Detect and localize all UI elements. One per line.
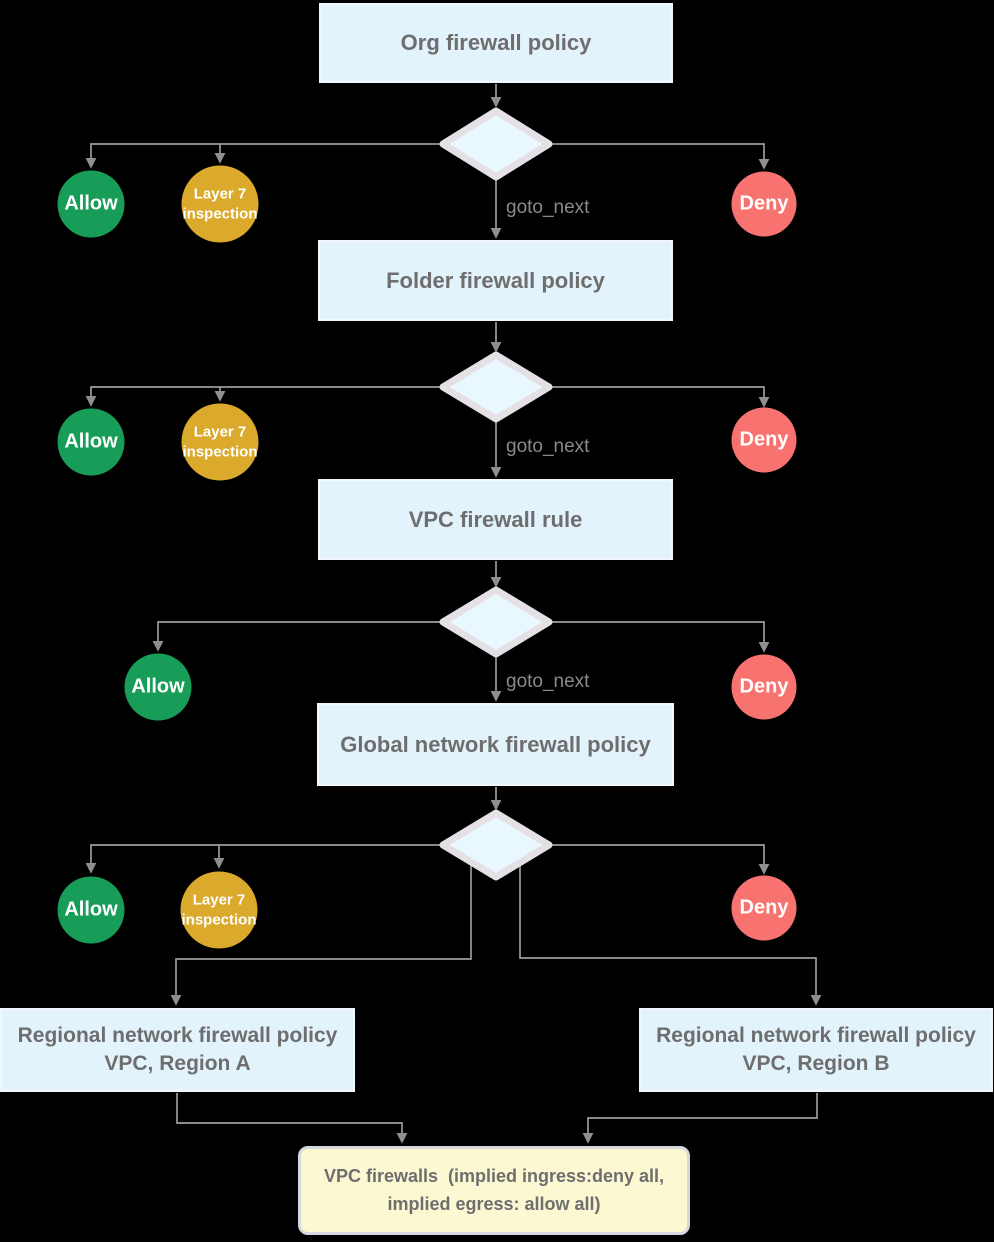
node-vpc-firewall-rule: VPC firewall rule: [318, 479, 673, 560]
goto-next-label-row1: goto_next: [506, 197, 590, 218]
edge-decision1-to-deny: [549, 143, 770, 170]
allow-badge-row4: Allow: [57, 876, 125, 944]
layer7-inspection-badge-row2: Layer 7 inspection: [181, 403, 259, 481]
decision-diamond-org: [439, 107, 553, 181]
edge-regional-a-to-vpc-firewalls: [176, 1093, 408, 1144]
edge-regional-b-to-vpc-firewalls: [582, 1093, 818, 1144]
node-vpc-firewalls-note: VPC firewalls (implied ingress:deny all,…: [298, 1146, 690, 1235]
allow-label: Allow: [64, 192, 118, 215]
allow-badge-row3: Allow: [124, 653, 192, 721]
deny-label: Deny: [739, 192, 789, 215]
layer7-label-line1: Layer 7: [193, 423, 247, 441]
goto-next-label-row2: goto_next: [506, 436, 590, 457]
deny-label: Deny: [739, 896, 789, 919]
layer7-label-line2: inspection: [182, 205, 258, 222]
deny-badge-row2: Deny: [731, 407, 797, 473]
node-label-line2: VPC, Region A: [104, 1052, 251, 1075]
node-regional-network-firewall-policy-b: Regional network firewall policy VPC, Re…: [639, 1008, 993, 1092]
edge-decision4-to-allow: [85, 844, 443, 874]
node-label-line1: Regional network firewall policy: [17, 1023, 338, 1047]
node-regional-network-firewall-policy-a: Regional network firewall policy VPC, Re…: [0, 1008, 355, 1092]
node-label: Global network firewall policy: [340, 731, 651, 757]
node-label-line1: Regional network firewall policy: [656, 1023, 976, 1047]
edge-decision1-to-allow: [85, 143, 443, 169]
layer7-inspection-badge-row1: Layer 7 inspection: [181, 165, 259, 243]
deny-badge-row3: Deny: [731, 654, 797, 720]
edge-decision3-to-deny: [549, 621, 770, 653]
node-label-line1: VPC firewalls (implied ingress:deny all,: [323, 1165, 665, 1186]
decision-diamond-vpc-rule: [439, 586, 553, 658]
allow-badge-row2: Allow: [57, 408, 125, 476]
node-label-line2: VPC, Region B: [742, 1052, 890, 1075]
deny-label: Deny: [739, 675, 789, 698]
node-global-network-firewall-policy: Global network firewall policy: [317, 703, 674, 786]
decision-diamond-global: [439, 809, 553, 881]
allow-label: Allow: [64, 898, 118, 921]
edge-decision3-to-allow: [152, 621, 443, 652]
deny-badge-row1: Deny: [731, 171, 797, 237]
node-label-line2: implied egress: allow all): [387, 1193, 601, 1214]
allow-badge-row1: Allow: [57, 170, 125, 238]
layer7-label-line2: inspection: [181, 911, 257, 928]
layer7-label-line1: Layer 7: [192, 891, 246, 909]
node-label: Folder firewall policy: [386, 267, 605, 293]
layer7-label-line1: Layer 7: [193, 185, 247, 203]
node-label: VPC firewall rule: [408, 506, 583, 532]
node-folder-firewall-policy: Folder firewall policy: [318, 240, 673, 321]
edge-decision4-to-regional-b: [519, 862, 822, 1006]
deny-badge-row4: Deny: [731, 875, 797, 941]
node-label: Org firewall policy: [400, 30, 592, 56]
layer7-inspection-badge-row4: Layer 7 inspection: [180, 871, 258, 949]
layer7-label-line2: inspection: [182, 443, 258, 460]
edge-decision2-to-allow: [85, 386, 443, 407]
deny-label: Deny: [739, 428, 789, 451]
allow-label: Allow: [131, 675, 185, 698]
goto-next-label-row3: goto_next: [506, 671, 590, 692]
edge-decision2-to-deny: [549, 386, 770, 408]
edge-decision4-to-deny: [549, 844, 770, 875]
decision-diamond-folder: [439, 351, 553, 423]
edge-decision4-to-regional-a: [170, 862, 472, 1006]
node-org-firewall-policy: Org firewall policy: [319, 3, 673, 83]
allow-label: Allow: [64, 430, 118, 453]
